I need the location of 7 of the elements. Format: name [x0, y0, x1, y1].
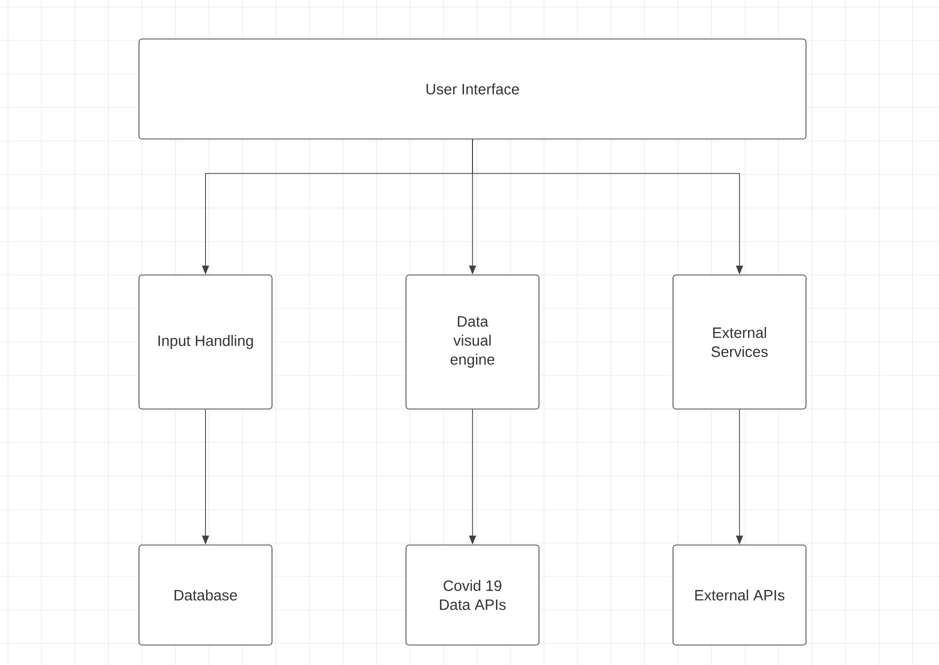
process-box: Covid 19 Data APIs [406, 544, 540, 646]
process-box: Data visual engine [406, 274, 540, 410]
process-box: User Interface [138, 38, 806, 140]
process-box: External Services [672, 274, 806, 410]
process-box: Database [138, 544, 272, 646]
process-box: Input Handling [138, 274, 272, 410]
process-box: External APIs [672, 544, 806, 646]
